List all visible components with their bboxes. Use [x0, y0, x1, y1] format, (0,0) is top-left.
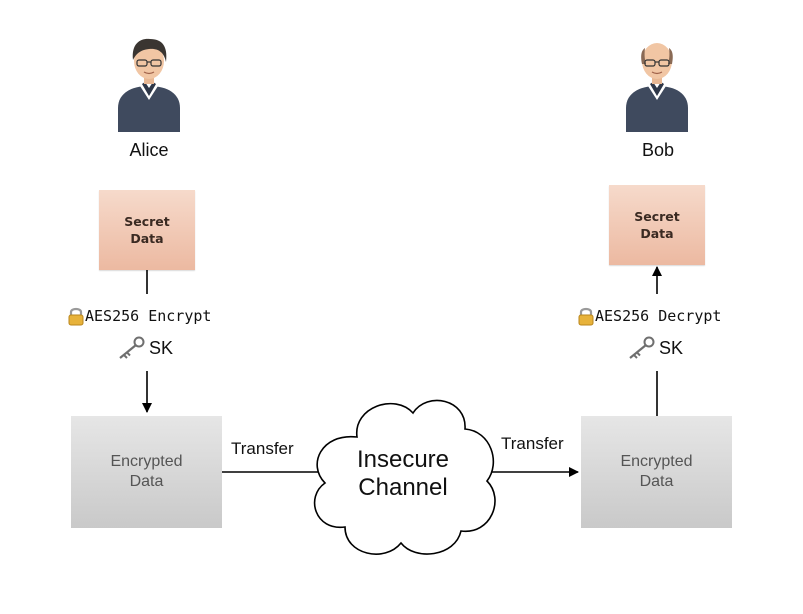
- key-icon: [629, 336, 655, 359]
- key-text: SK: [659, 337, 684, 358]
- insecure-channel-cloud: [313, 399, 496, 555]
- lock-icon: [578, 307, 594, 326]
- alice-key-label: SK: [117, 336, 173, 360]
- alice-encrypted-data-box: Encrypted Data: [71, 416, 222, 528]
- person-icon: [118, 38, 180, 132]
- bob-avatar: [624, 36, 690, 134]
- lock-icon: [68, 307, 84, 326]
- key-icon: [119, 336, 145, 359]
- key-text: SK: [149, 337, 174, 358]
- bob-key-label: SK: [627, 336, 683, 360]
- person-icon: [626, 43, 688, 132]
- bob-secret-data-box: Secret Data: [609, 185, 705, 265]
- decrypt-operation-label: AES256 Decrypt: [577, 306, 721, 326]
- encrypt-operation-text: AES256 Encrypt: [85, 307, 212, 325]
- alice-secret-data-box: Secret Data: [99, 190, 195, 270]
- insecure-channel-label: Insecure Channel: [356, 446, 450, 501]
- secret-data-label: Secret Data: [634, 209, 680, 241]
- encrypted-data-label: Encrypted Data: [620, 453, 693, 490]
- decrypt-operation-text: AES256 Decrypt: [595, 307, 722, 325]
- transfer-label-left: Transfer: [231, 439, 294, 458]
- alice-name: Alice: [129, 140, 169, 160]
- alice-avatar: [116, 36, 182, 134]
- secret-data-label: Secret Data: [124, 214, 170, 246]
- bob-encrypted-data-box: Encrypted Data: [581, 416, 732, 528]
- transfer-label-right: Transfer: [501, 434, 564, 453]
- bob-name: Bob: [641, 140, 675, 160]
- encrypted-data-label: Encrypted Data: [110, 453, 183, 490]
- encrypt-operation-label: AES256 Encrypt: [67, 306, 211, 326]
